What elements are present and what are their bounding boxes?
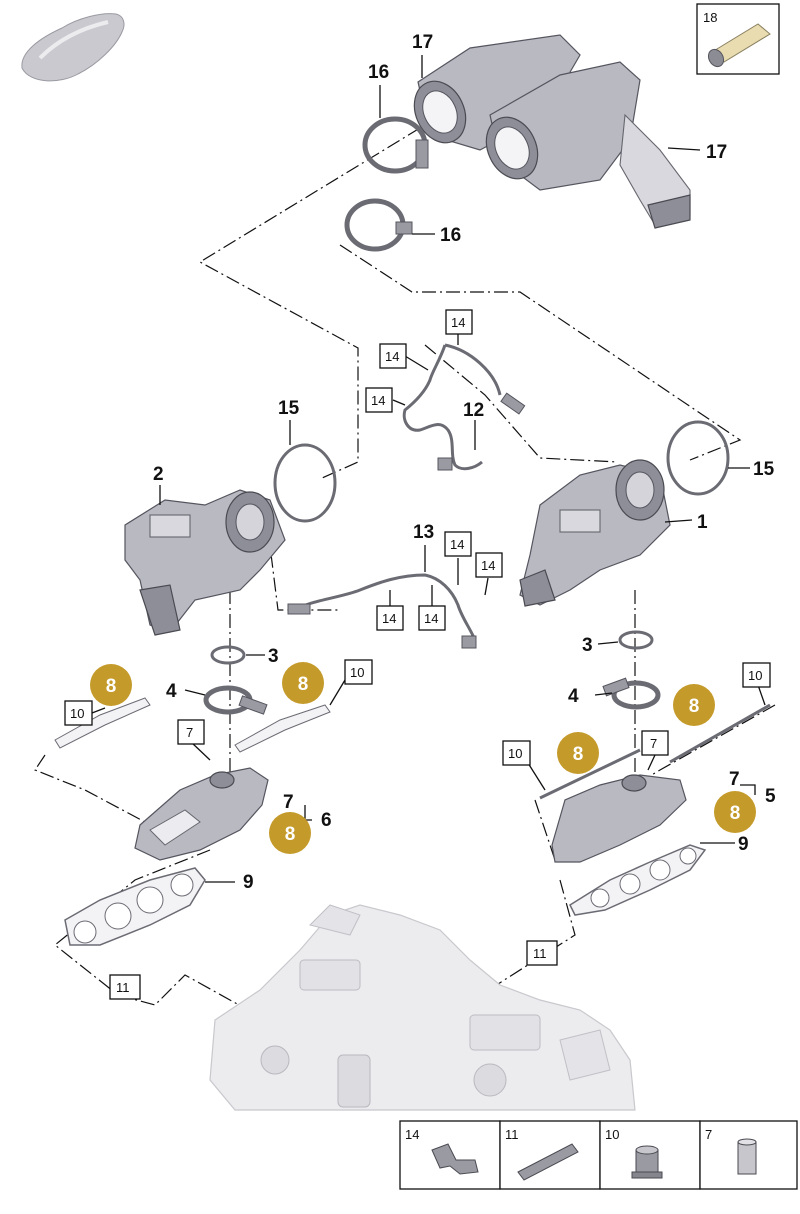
clamp-4-right bbox=[602, 677, 661, 710]
legend-label-3: 7 bbox=[705, 1127, 712, 1142]
callout-4-left: 4 bbox=[166, 681, 177, 702]
callout-3-right: 3 bbox=[582, 635, 593, 656]
callout-4-right: 4 bbox=[568, 686, 579, 707]
catalytic-converter-17 bbox=[413, 34, 691, 229]
callout-15-left: 15 bbox=[278, 398, 300, 419]
callout-1: 1 bbox=[697, 512, 708, 533]
dowel-pin-icon bbox=[517, 1143, 579, 1181]
marker-8-e: 8 bbox=[285, 824, 296, 845]
box-14-g: 14 bbox=[424, 611, 438, 626]
marker-8-d: 8 bbox=[573, 744, 584, 765]
marker-8-f: 8 bbox=[730, 803, 741, 824]
box-14-c: 14 bbox=[371, 393, 385, 408]
sealant-tube-icon bbox=[707, 23, 771, 68]
gasket-15-left bbox=[273, 443, 337, 523]
box-7-right: 7 bbox=[650, 736, 657, 751]
leader-lines bbox=[91, 55, 766, 883]
gasket-strip-right-a bbox=[539, 748, 641, 800]
legend-label-2: 10 bbox=[605, 1127, 619, 1142]
box-10-a: 10 bbox=[70, 706, 84, 721]
box-14-d: 14 bbox=[450, 537, 464, 552]
gasket-strip-right-b bbox=[669, 703, 771, 764]
marker-8-a: 8 bbox=[106, 676, 117, 697]
callout-16-top: 16 bbox=[368, 62, 389, 83]
callout-15-right: 15 bbox=[753, 459, 775, 480]
box-10-c: 10 bbox=[748, 668, 762, 683]
manifold-gasket-9-right bbox=[569, 844, 707, 916]
gold-markers: 8 8 8 8 8 8 bbox=[90, 662, 756, 854]
car-silhouette-icon bbox=[21, 13, 125, 82]
box-10-d: 10 bbox=[508, 746, 522, 761]
parts-legend: 14 11 10 7 bbox=[399, 1120, 798, 1190]
turbocharger-2 bbox=[124, 489, 286, 636]
box-7-left: 7 bbox=[186, 725, 193, 740]
callout-7-right: 7 bbox=[729, 769, 740, 790]
clip-icon bbox=[431, 1143, 479, 1175]
oxygen-sensor-13 bbox=[287, 573, 477, 649]
engine-block bbox=[209, 904, 636, 1111]
turbocharger-1 bbox=[519, 459, 671, 607]
marker-8-b: 8 bbox=[298, 674, 309, 695]
box-11-left: 11 bbox=[116, 980, 130, 995]
exhaust-manifold-5 bbox=[551, 774, 687, 863]
box-14-f: 14 bbox=[382, 611, 396, 626]
box-14-a: 14 bbox=[451, 315, 465, 330]
box-11-right: 11 bbox=[533, 946, 547, 961]
item-18-label: 18 bbox=[703, 10, 717, 25]
box-14-e: 14 bbox=[481, 558, 495, 573]
nut-icon bbox=[631, 1145, 663, 1179]
callout-16-lower: 16 bbox=[440, 225, 461, 246]
callout-13: 13 bbox=[413, 522, 434, 543]
gasket-strip-left-b bbox=[234, 704, 331, 753]
callout-5: 5 bbox=[765, 786, 776, 807]
manifold-gasket-9-left bbox=[64, 867, 206, 946]
callout-3-left: 3 bbox=[268, 646, 279, 667]
sleeve-icon bbox=[737, 1138, 757, 1175]
callout-9-right: 9 bbox=[738, 834, 749, 855]
item-18-box: 18 bbox=[696, 3, 780, 75]
clamp-16-lower bbox=[344, 198, 413, 252]
callout-2: 2 bbox=[153, 464, 164, 485]
callout-7-left: 7 bbox=[283, 792, 294, 813]
clamp-4-left bbox=[203, 685, 268, 715]
callout-labels: 17 16 17 16 15 15 2 1 12 13 3 3 4 4 7 6 … bbox=[153, 32, 776, 893]
callout-17-right: 17 bbox=[706, 142, 727, 163]
callout-9-left: 9 bbox=[243, 872, 254, 893]
boxed-labels: 14 14 14 14 14 14 14 10 10 10 10 7 7 11 … bbox=[64, 309, 771, 1000]
oxygen-sensor-12 bbox=[402, 343, 526, 471]
legend-label-1: 11 bbox=[505, 1127, 519, 1142]
gasket-strip-left-a bbox=[54, 697, 151, 749]
callout-6: 6 bbox=[321, 810, 332, 831]
seal-ring-3-right bbox=[618, 630, 654, 650]
callout-12: 12 bbox=[463, 400, 484, 421]
box-10-b: 10 bbox=[350, 665, 364, 680]
clamp-16-upper bbox=[362, 116, 429, 174]
seal-ring-3-left bbox=[210, 645, 246, 665]
callout-17-top: 17 bbox=[412, 32, 433, 53]
exhaust-manifold-6 bbox=[134, 767, 269, 861]
box-14-b: 14 bbox=[385, 349, 399, 364]
legend-label-0: 14 bbox=[405, 1127, 419, 1142]
gasket-15-right bbox=[666, 420, 730, 496]
marker-8-c: 8 bbox=[689, 696, 700, 717]
